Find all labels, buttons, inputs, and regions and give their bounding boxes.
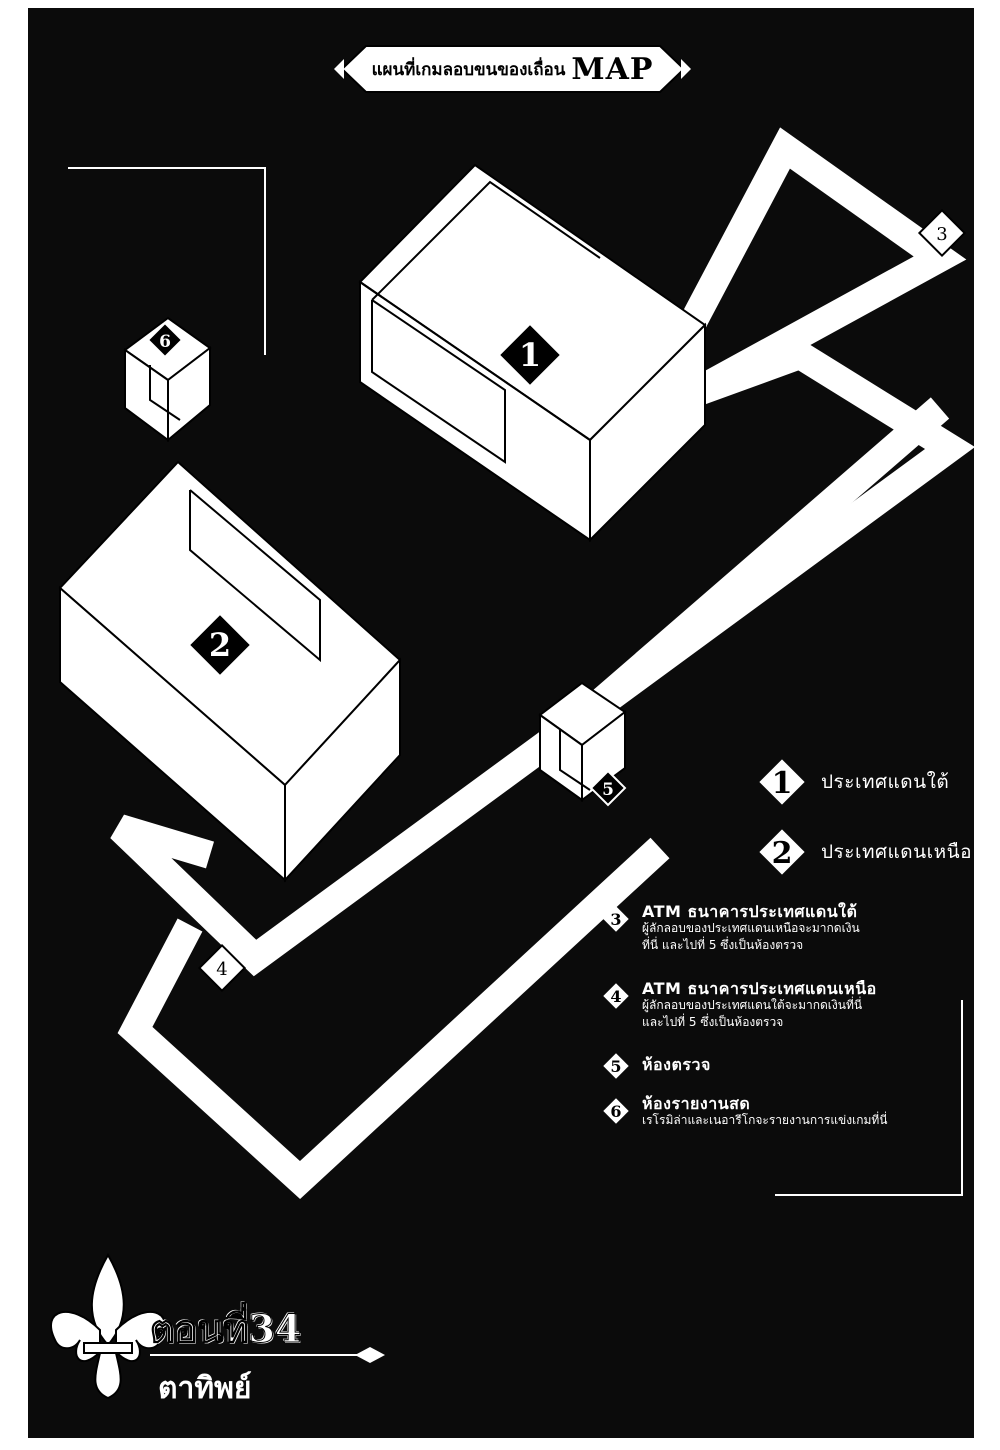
legend-6-desc-1: เรโรมิล่าและเนอารีโกจะรายงานการแข่งเกมที… [642, 1113, 888, 1127]
title-banner-shape [334, 45, 691, 93]
corner-bracket-top [68, 167, 266, 355]
legend-4-label: ATM ธนาคารประเทศแดนเหนือ [642, 979, 877, 998]
legend-2-diamond-icon: 2 [759, 829, 805, 875]
legend-item-4: 4 ATM ธนาคารประเทศแดนเหนือ ผู้ลักลอบของป… [600, 980, 960, 1031]
legend-6-diamond-icon: 6 [603, 1098, 629, 1124]
fleur-de-lis-icon [50, 1252, 166, 1400]
chapter-heading: ตอนที่34 ตาทิพย์ [149, 1298, 302, 1412]
legend-5-label: ห้องตรวจ [642, 1055, 711, 1074]
legend-3-label: ATM ธนาคารประเทศแดนใต้ [642, 902, 858, 921]
legend-3-desc-1: ผู้ลักลอบของประเทศแดนเหนือจะมากดเงิน [642, 921, 860, 935]
marker-3-label: 3 [936, 224, 947, 245]
legend-item-1: 1 ประเทศแดนใต้ [755, 755, 1000, 809]
marker-3: 3 [917, 208, 967, 258]
title-english: MAP [571, 51, 654, 87]
room-5 [538, 681, 627, 802]
legend-item-6: 6 ห้องรายงานสด เรโรมิล่าและเนอารีโกจะราย… [600, 1095, 960, 1129]
marker-2-label: 2 [209, 626, 231, 664]
building-1 [358, 163, 707, 543]
legend-1-diamond-icon: 1 [759, 759, 805, 805]
marker-4: 4 [197, 943, 247, 993]
svg-text:2: 2 [772, 836, 793, 871]
legend-4-desc-2: และไปที่ 5 ซึ่งเป็นห้องตรวจ [642, 1015, 784, 1029]
svg-text:1: 1 [772, 766, 793, 801]
legend-item-2: 2 ประเทศแดนเหนือ [755, 825, 1000, 879]
chapter-name: ตาทิพย์ [158, 1371, 252, 1406]
title-thai: แผนที่เกมลอบขนของเถื่อน [371, 59, 566, 80]
marker-6-label: 6 [159, 332, 171, 352]
marker-5: 5 [589, 769, 627, 807]
divider-diamond [355, 1347, 385, 1363]
building-2 [58, 460, 402, 883]
marker-6: 6 [146, 321, 184, 359]
svg-text:4: 4 [610, 987, 621, 1006]
svg-text:5: 5 [610, 1057, 621, 1076]
legend-5-diamond-icon: 5 [603, 1053, 629, 1079]
legend-item-3: 3 ATM ธนาคารประเทศแดนใต้ ผู้ลักลอบของประ… [600, 903, 960, 954]
marker-4-label: 4 [216, 959, 227, 980]
corner-bracket-bottom [775, 1000, 963, 1196]
marker-5-label: 5 [602, 780, 614, 800]
chapter-number: ตอนที่34 [149, 1306, 302, 1352]
legend-4-diamond-icon: 4 [603, 983, 629, 1009]
svg-text:3: 3 [610, 910, 621, 929]
svg-text:6: 6 [610, 1102, 621, 1121]
map-title-banner: แผนที่เกมลอบขนของเถื่อน MAP [330, 40, 695, 98]
legend-item-5: 5 ห้องตรวจ [600, 1050, 960, 1082]
legend-1-label: ประเทศแดนใต้ [821, 771, 950, 793]
marker-2: 2 [187, 612, 253, 678]
legend-3-desc-2: ที่นี่ และไปที่ 5 ซึ่งเป็นห้องตรวจ [642, 938, 804, 952]
legend-6-label: ห้องรายงานสด [642, 1094, 751, 1113]
legend-3-diamond-icon: 3 [603, 906, 629, 932]
marker-1: 1 [497, 322, 563, 388]
marker-1-label: 1 [519, 336, 541, 374]
legend-2-label: ประเทศแดนเหนือ [821, 841, 973, 863]
legend-4-desc-1: ผู้ลักลอบของประเทศแดนใต้จะมากดเงินที่นี่ [642, 998, 863, 1012]
